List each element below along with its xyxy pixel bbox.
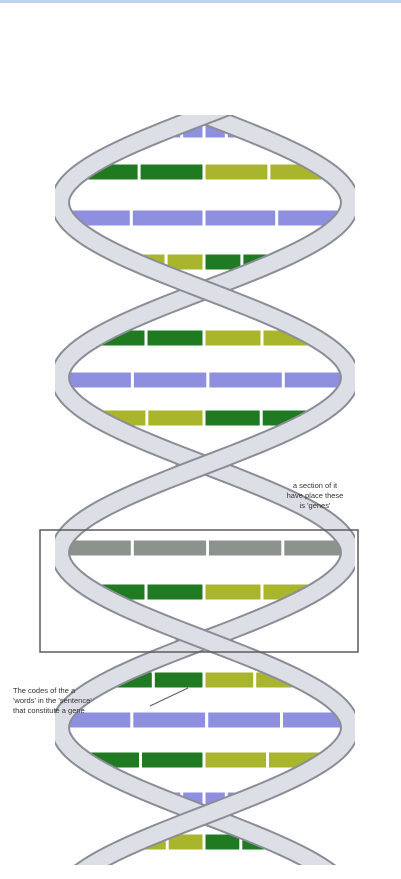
base-pair-segment bbox=[205, 410, 260, 426]
gene-region-caption: a section of it have place these is 'gen… bbox=[250, 481, 380, 511]
base-pair-segment bbox=[205, 752, 267, 768]
base-pair-segment bbox=[205, 330, 261, 346]
base-pair-segment bbox=[140, 164, 203, 180]
base-pair-segment bbox=[148, 410, 203, 426]
base-pair-segment bbox=[147, 584, 203, 600]
base-pair-segment bbox=[205, 210, 276, 226]
base-pair-segment bbox=[209, 540, 282, 556]
base-pair-segment bbox=[205, 164, 268, 180]
base-pair-segment bbox=[209, 372, 282, 388]
base-pair-segment bbox=[205, 672, 254, 688]
base-pair-segment bbox=[208, 712, 281, 728]
gene-pointer-caption: The codes of the a 'words' in the 'sente… bbox=[13, 686, 163, 716]
base-pair-segment bbox=[147, 330, 203, 346]
base-pair-segment bbox=[133, 372, 206, 388]
base-pair-segment bbox=[142, 752, 204, 768]
base-pair-segment bbox=[133, 540, 206, 556]
base-pair-segment bbox=[205, 584, 261, 600]
base-pair-segment bbox=[132, 210, 203, 226]
